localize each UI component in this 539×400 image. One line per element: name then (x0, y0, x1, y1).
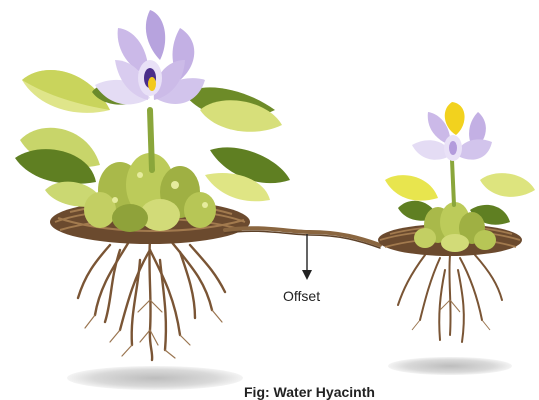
shadow-small-plant (388, 357, 512, 375)
arrow-down-icon (302, 234, 312, 280)
shadow-large-plant (67, 366, 243, 390)
offset-label: Offset (283, 288, 320, 304)
parent-flower (95, 10, 205, 104)
parent-roots (78, 240, 225, 360)
offset-roots (398, 255, 502, 342)
parent-plant (15, 10, 290, 360)
offset-flower (412, 102, 492, 161)
figure-caption: Fig: Water Hyacinth (244, 384, 375, 400)
offset-plant (378, 102, 535, 342)
